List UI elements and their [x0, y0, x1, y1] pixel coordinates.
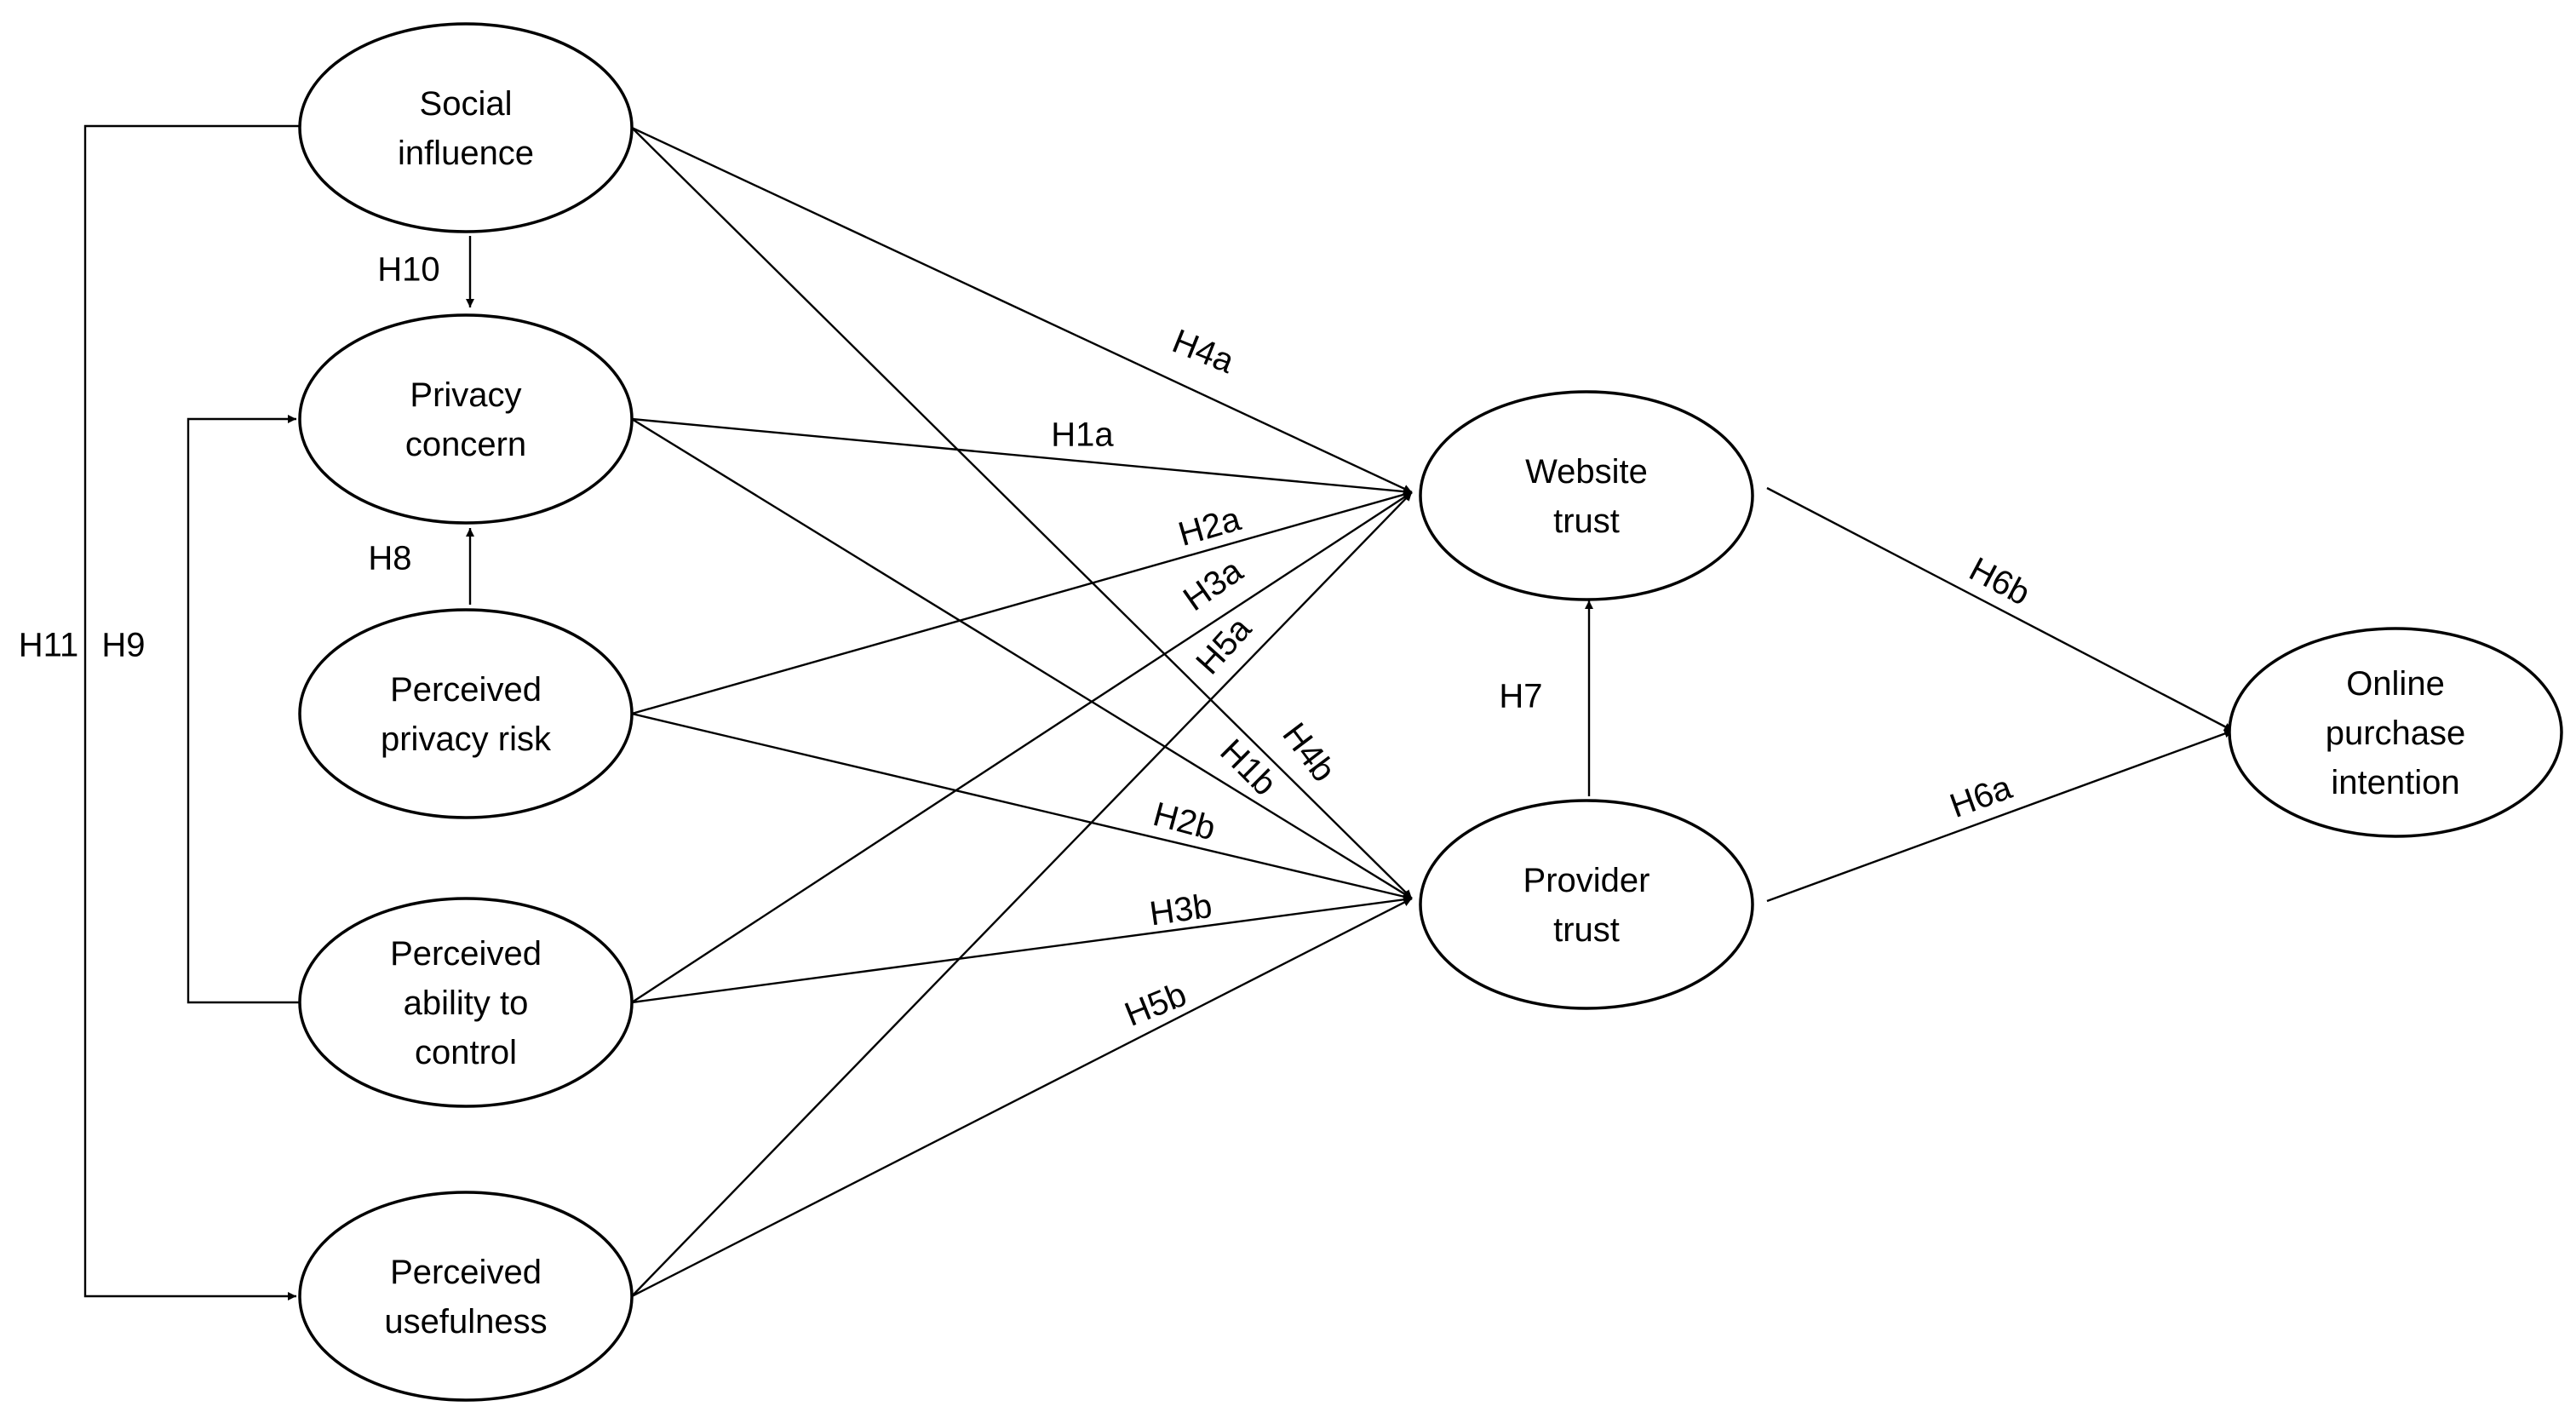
hypothesis-label-h6b: H6b [1963, 550, 2035, 612]
node-ellipse [1419, 799, 1754, 1010]
node-label-line: trust [1553, 502, 1620, 540]
node-perceived-ability-to-control: Perceived ability to control [298, 897, 634, 1108]
hypothesis-label-h2a: H2a [1174, 500, 1245, 554]
node-ellipse [1419, 390, 1754, 601]
hypothesis-label-h3a: H3a [1177, 552, 1250, 619]
node-label-line: concern [405, 426, 526, 463]
hypothesis-label-h1b: H1b [1213, 732, 1283, 803]
arrow-privacy-concern-to-website-trust [631, 417, 1413, 497]
node-label-line: trust [1553, 911, 1620, 949]
node-ellipse [298, 608, 634, 819]
node-ellipse [298, 22, 634, 233]
hypothesis-label-h2b: H2b [1149, 795, 1219, 847]
arrow-website-trust-to-online-purchase-intention [1766, 486, 2234, 732]
arrow-perceived-ability-to-control-to-website-trust [631, 491, 1413, 1004]
node-label-line: Perceived [390, 935, 542, 973]
hypothesis-label-h5a: H5a [1189, 610, 1259, 682]
node-label-line: control [415, 1034, 517, 1071]
node-label-line: Online [2346, 665, 2445, 703]
hypothesis-label-h7: H7 [1499, 678, 1542, 715]
hypothesis-label-h8: H8 [368, 540, 411, 577]
node-label-line: Perceived [390, 1254, 542, 1291]
node-label-line: intention [2331, 764, 2459, 801]
node-label-line: influence [398, 135, 534, 172]
hypothesis-label-h4a: H4a [1168, 323, 1240, 382]
node-label-line: ability to [404, 985, 529, 1022]
hypothesis-label-h10: H10 [377, 251, 439, 289]
node-ellipse [298, 897, 634, 1108]
arrow-privacy-concern-to-provider-trust [631, 417, 1413, 900]
hypothesis-label-h3b: H3b [1147, 887, 1214, 933]
node-label-line: purchase [2326, 715, 2466, 752]
arrow-provider-trust-to-online-purchase-intention [1766, 729, 2234, 903]
arrow-social-influence-to-perceived-usefulness [83, 124, 301, 1300]
node-ellipse [298, 1191, 634, 1402]
node-label-line: Website [1525, 453, 1648, 491]
node-website-trust: Website trust [1419, 390, 1754, 601]
node-label-line: Provider [1523, 862, 1650, 899]
arrow-perceived-ability-to-control-to-privacy-concern [186, 415, 301, 1004]
hypothesis-label-h9: H9 [101, 627, 145, 664]
hypothesis-label-h5b: H5b [1120, 976, 1192, 1034]
node-ellipse [2228, 627, 2563, 838]
hypothesis-label-h6a: H6a [1945, 768, 2017, 825]
arrow-perceived-privacy-risk-to-provider-trust [631, 712, 1413, 901]
arrow-perceived-usefulness-to-website-trust [631, 491, 1413, 1297]
node-social-influence: Social influence [298, 22, 634, 233]
arrow-social-influence-to-website-trust [631, 126, 1413, 494]
node-online-purchase-intention: Online purchase intention [2228, 627, 2563, 838]
node-label-line: Social [420, 85, 513, 123]
node-provider-trust: Provider trust [1419, 799, 1754, 1010]
node-perceived-usefulness: Perceived usefulness [298, 1191, 634, 1402]
node-label-line: usefulness [384, 1303, 547, 1340]
node-label-line: Privacy [410, 376, 521, 414]
edges-layer [83, 124, 2234, 1300]
node-perceived-privacy-risk: Perceived privacy risk [298, 608, 634, 819]
hypothesis-label-h11: H11 [19, 627, 78, 664]
arrow-perceived-usefulness-to-provider-trust [631, 897, 1413, 1298]
arrow-perceived-privacy-risk-to-website-trust [631, 490, 1413, 715]
node-label-line: privacy risk [381, 720, 552, 758]
arrow-perceived-ability-to-control-to-provider-trust [631, 895, 1413, 1004]
node-privacy-concern: Privacy concern [298, 313, 634, 525]
arrow-social-influence-to-provider-trust [631, 127, 1413, 899]
node-ellipse [298, 313, 634, 525]
node-label-line: Perceived [390, 671, 542, 709]
hypothesis-label-h1a: H1a [1051, 416, 1114, 454]
hypothesis-label-h4b: H4b [1275, 716, 1342, 789]
